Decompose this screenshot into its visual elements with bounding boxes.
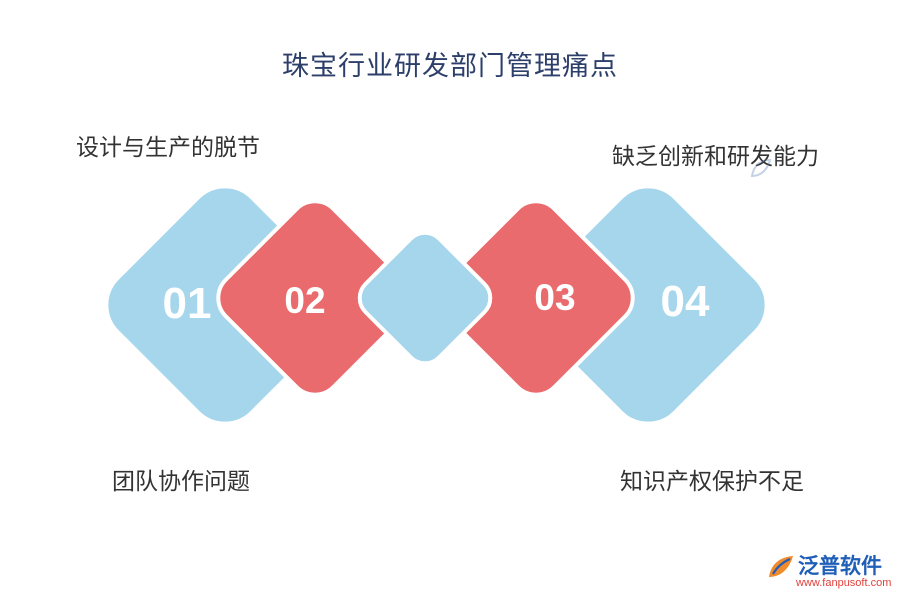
page-title: 珠宝行业研发部门管理痛点: [282, 51, 618, 82]
brand-leaf-icon: [769, 556, 793, 577]
number-02: 02: [284, 280, 325, 321]
diamond-03: [437, 199, 635, 397]
brand-logo: 泛普软件 www.fanpusoft.com: [766, 550, 894, 594]
brand-name: 泛普软件: [798, 554, 882, 578]
number-01: 01: [163, 279, 212, 328]
diamond-02: [216, 199, 414, 397]
brand-url: www.fanpusoft.com: [796, 577, 892, 589]
diamond-center: [357, 230, 493, 366]
label-design-production-gap: 设计与生产的脱节: [76, 135, 260, 161]
label-lack-innovation: 缺乏创新和研发能力: [612, 144, 819, 170]
label-team-collaboration: 团队协作问题: [112, 469, 250, 495]
number-03: 03: [534, 277, 575, 318]
number-04: 04: [661, 277, 710, 326]
label-ip-protection: 知识产权保护不足: [620, 469, 804, 495]
watermark-logo: [748, 156, 868, 182]
watermark-leaf-icon: [750, 158, 772, 178]
